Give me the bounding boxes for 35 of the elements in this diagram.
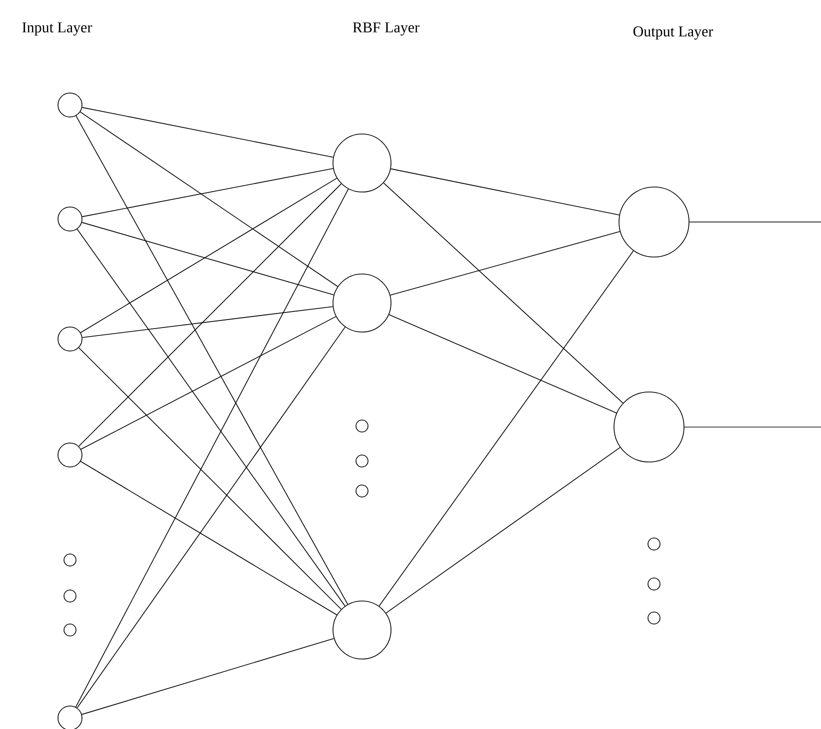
connection-line bbox=[81, 638, 334, 715]
connection-line bbox=[82, 168, 334, 218]
connection-line bbox=[80, 178, 338, 333]
connection-line bbox=[76, 228, 346, 606]
neuron-circle bbox=[332, 134, 392, 192]
connection-line bbox=[82, 222, 334, 296]
layer-neuron bbox=[58, 206, 82, 232]
connection-line bbox=[378, 250, 634, 606]
connection-line bbox=[80, 460, 338, 616]
layer-title: RBF Layer bbox=[352, 22, 420, 36]
connection-line bbox=[390, 231, 620, 296]
connection-line bbox=[76, 115, 348, 605]
connection-line bbox=[388, 314, 617, 414]
connection-line bbox=[684, 426, 821, 428]
neuron-circle bbox=[332, 600, 392, 660]
layer-title: Input Layer bbox=[22, 22, 92, 36]
connection-line bbox=[76, 326, 346, 708]
connection-line bbox=[82, 306, 334, 338]
layer-neuron bbox=[58, 326, 82, 352]
connection-line bbox=[390, 168, 620, 216]
neuron-circle bbox=[618, 186, 690, 258]
connection-line bbox=[78, 347, 342, 610]
connection-line bbox=[80, 316, 336, 450]
connection-line bbox=[75, 188, 349, 708]
connection-line bbox=[386, 447, 620, 614]
layer-neuron bbox=[58, 442, 82, 468]
connection-line bbox=[78, 183, 342, 447]
layer-title: Output Layer bbox=[633, 26, 714, 40]
layer-neuron bbox=[58, 92, 82, 118]
connection-line bbox=[383, 182, 624, 404]
layer-neuron bbox=[58, 706, 82, 729]
neuron-circle bbox=[614, 392, 684, 462]
connection-line bbox=[82, 107, 334, 158]
neuron-circle bbox=[332, 274, 392, 332]
connection-line bbox=[80, 112, 338, 287]
